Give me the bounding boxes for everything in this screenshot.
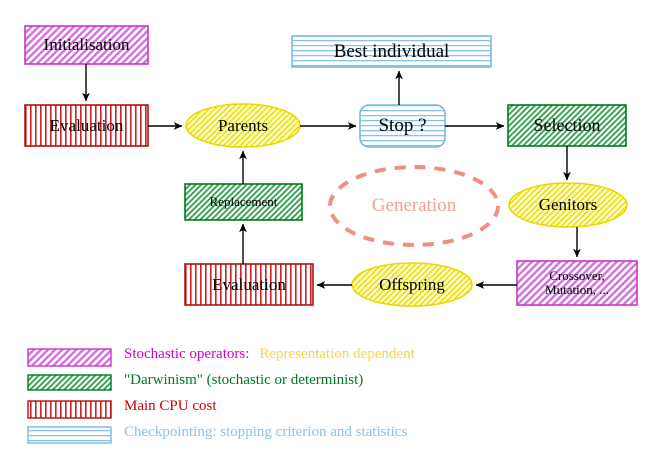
legend-row-cpu: Main CPU cost <box>124 398 217 415</box>
legend-swatch-stochastic <box>27 348 112 367</box>
node-shape-replacement <box>184 183 303 221</box>
legend-row-darwinism: "Darwinism" (stochastic or determinist) <box>124 372 363 389</box>
node-shape-parents <box>185 103 301 148</box>
legend-sublabel-stochastic: Representation dependent <box>259 346 415 362</box>
legend-label-checkpoint: Checkpointing: stopping criterion and st… <box>124 424 408 440</box>
legend-swatch-cpu <box>27 400 112 419</box>
legend-label-stochastic: Stochastic operators: <box>124 346 250 362</box>
node-shape-offspring <box>351 262 473 307</box>
node-shape-crossover <box>516 260 638 306</box>
node-shape-evaluation_bottom <box>184 263 314 306</box>
node-shape-evaluation_top <box>24 104 149 147</box>
legend-row-stochastic: Stochastic operators: Representation depe… <box>124 346 415 363</box>
node-shape-best_individual <box>291 35 492 68</box>
node-shape-selection <box>507 104 627 147</box>
legend-label-cpu: Main CPU cost <box>124 398 217 414</box>
legend-row-checkpoint: Checkpointing: stopping criterion and st… <box>124 424 407 441</box>
node-shape-generation <box>328 165 500 247</box>
node-shape-stop <box>359 104 446 148</box>
legend-swatch-darwinism <box>27 374 112 391</box>
node-shape-genitors <box>508 182 628 228</box>
legend-label-darwinism: "Darwinism" (stochastic or determinist) <box>124 372 364 388</box>
legend-swatch-checkpoint <box>27 426 112 444</box>
node-shape-initialisation <box>24 25 149 65</box>
